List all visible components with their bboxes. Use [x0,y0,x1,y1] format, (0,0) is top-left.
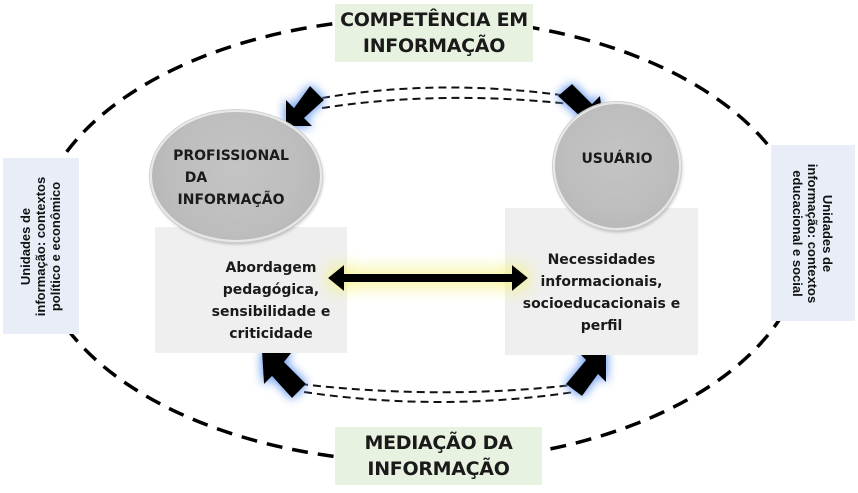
right-context-text: Unidades de informação: contextos educac… [790,163,836,303]
professional-circle: PROFISSIONAL DA INFORMAÇÃO [150,110,322,242]
user-attributes-box: Necessidades informacionais, socioeducac… [505,208,698,355]
user-attributes-text: Necessidades informacionais, socioeducac… [522,251,681,334]
professional-attributes-text: Abordagem pedagógica, sensibilidade e cr… [211,260,331,342]
arrow-to-user-bottom-icon [566,350,606,396]
bottom-dashed-connector-2 [303,391,575,403]
left-context-box: Unidades de informação: contextos políti… [3,158,79,334]
top-dashed-connector-1 [321,86,569,99]
right-context-box: Unidades de informação: contextos educac… [771,145,855,321]
professional-label: PROFISSIONAL DA INFORMAÇÃO [173,148,289,208]
mediacao-da-informacao-label: MEDIAÇÃO DA INFORMAÇÃO [335,427,542,485]
arrow-to-professional-top-icon [286,86,324,126]
bottom-dashed-connector-1 [299,383,573,394]
user-label: USUÁRIO [581,151,653,167]
user-circle: USUÁRIO [553,102,681,230]
left-context-text: Unidades de informação: contextos políti… [18,176,64,316]
arrow-to-professional-bottom-icon [262,352,306,398]
top-dashed-connector-2 [321,96,571,109]
professional-attributes-box: Abordagem pedagógica, sensibilidade e cr… [155,227,347,353]
competencia-em-informacao-label: COMPETÊNCIA EM INFORMAÇÃO [335,4,533,62]
